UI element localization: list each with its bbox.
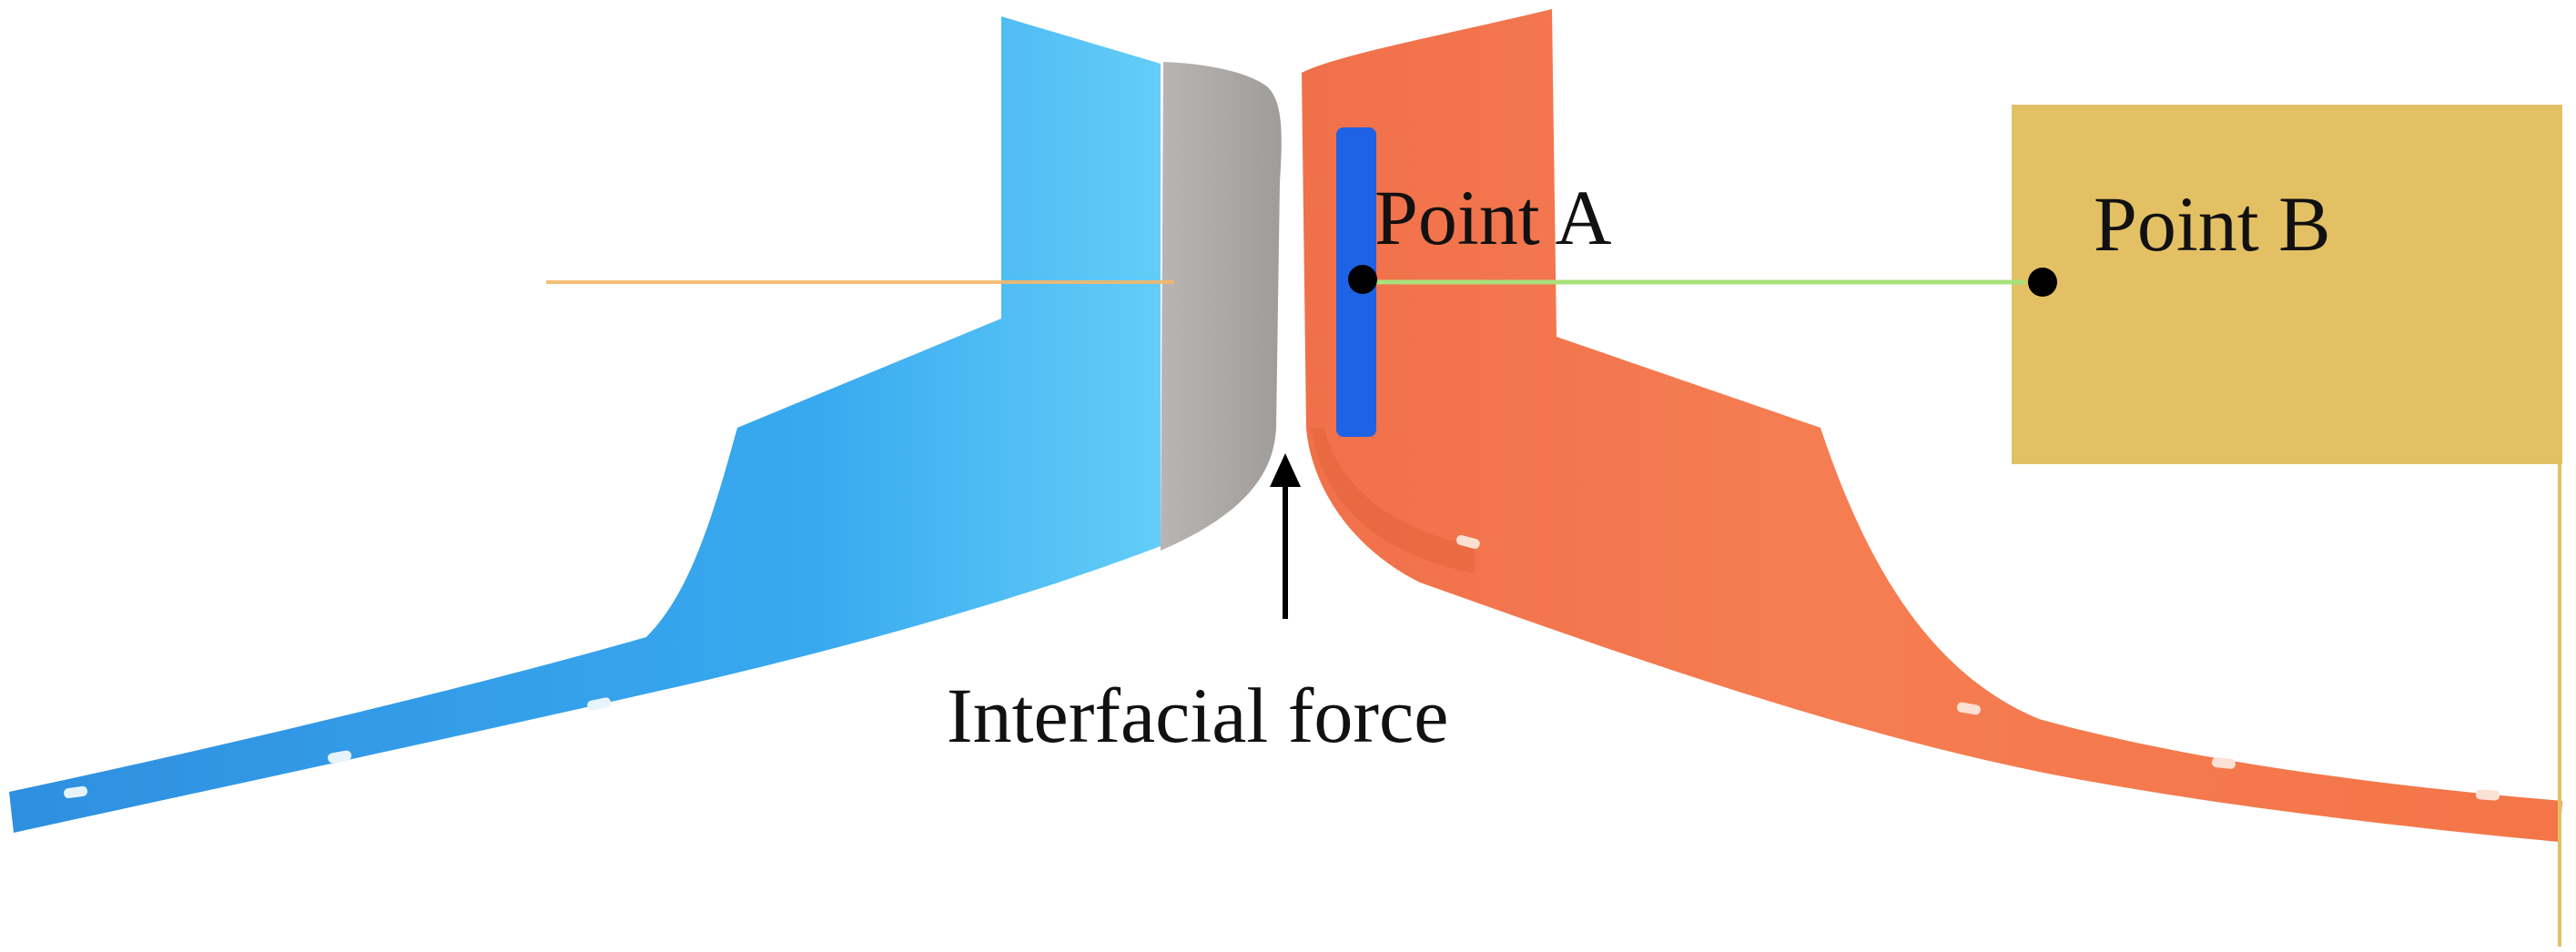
- left-seal-slot: [64, 785, 88, 799]
- right-seal: [1302, 9, 2562, 842]
- right-seal-flange: [1311, 428, 1475, 573]
- left-seal-slot: [587, 697, 612, 711]
- left-seal-body: [9, 16, 1161, 833]
- right-seal-body: [1302, 9, 2562, 842]
- point-b-marker: [2028, 268, 2057, 297]
- point-b-label: Point B: [2094, 180, 2330, 268]
- left-seal: [9, 16, 1161, 833]
- gray-strip: [1161, 62, 1282, 551]
- target-block: [2012, 105, 2562, 464]
- right-seal-slot: [1456, 534, 1480, 550]
- right-seal-slot: [2475, 789, 2500, 801]
- point-a-label: Point A: [1374, 174, 1611, 261]
- right-seal-slot: [1956, 702, 1981, 715]
- left-seal-slot: [328, 750, 352, 764]
- interfacial-force-arrow: [1270, 453, 1301, 619]
- point-a-marker: [1348, 265, 1377, 294]
- interfacial-force-label: Interfacial force: [947, 672, 1448, 759]
- right-seal-slot: [2211, 757, 2236, 769]
